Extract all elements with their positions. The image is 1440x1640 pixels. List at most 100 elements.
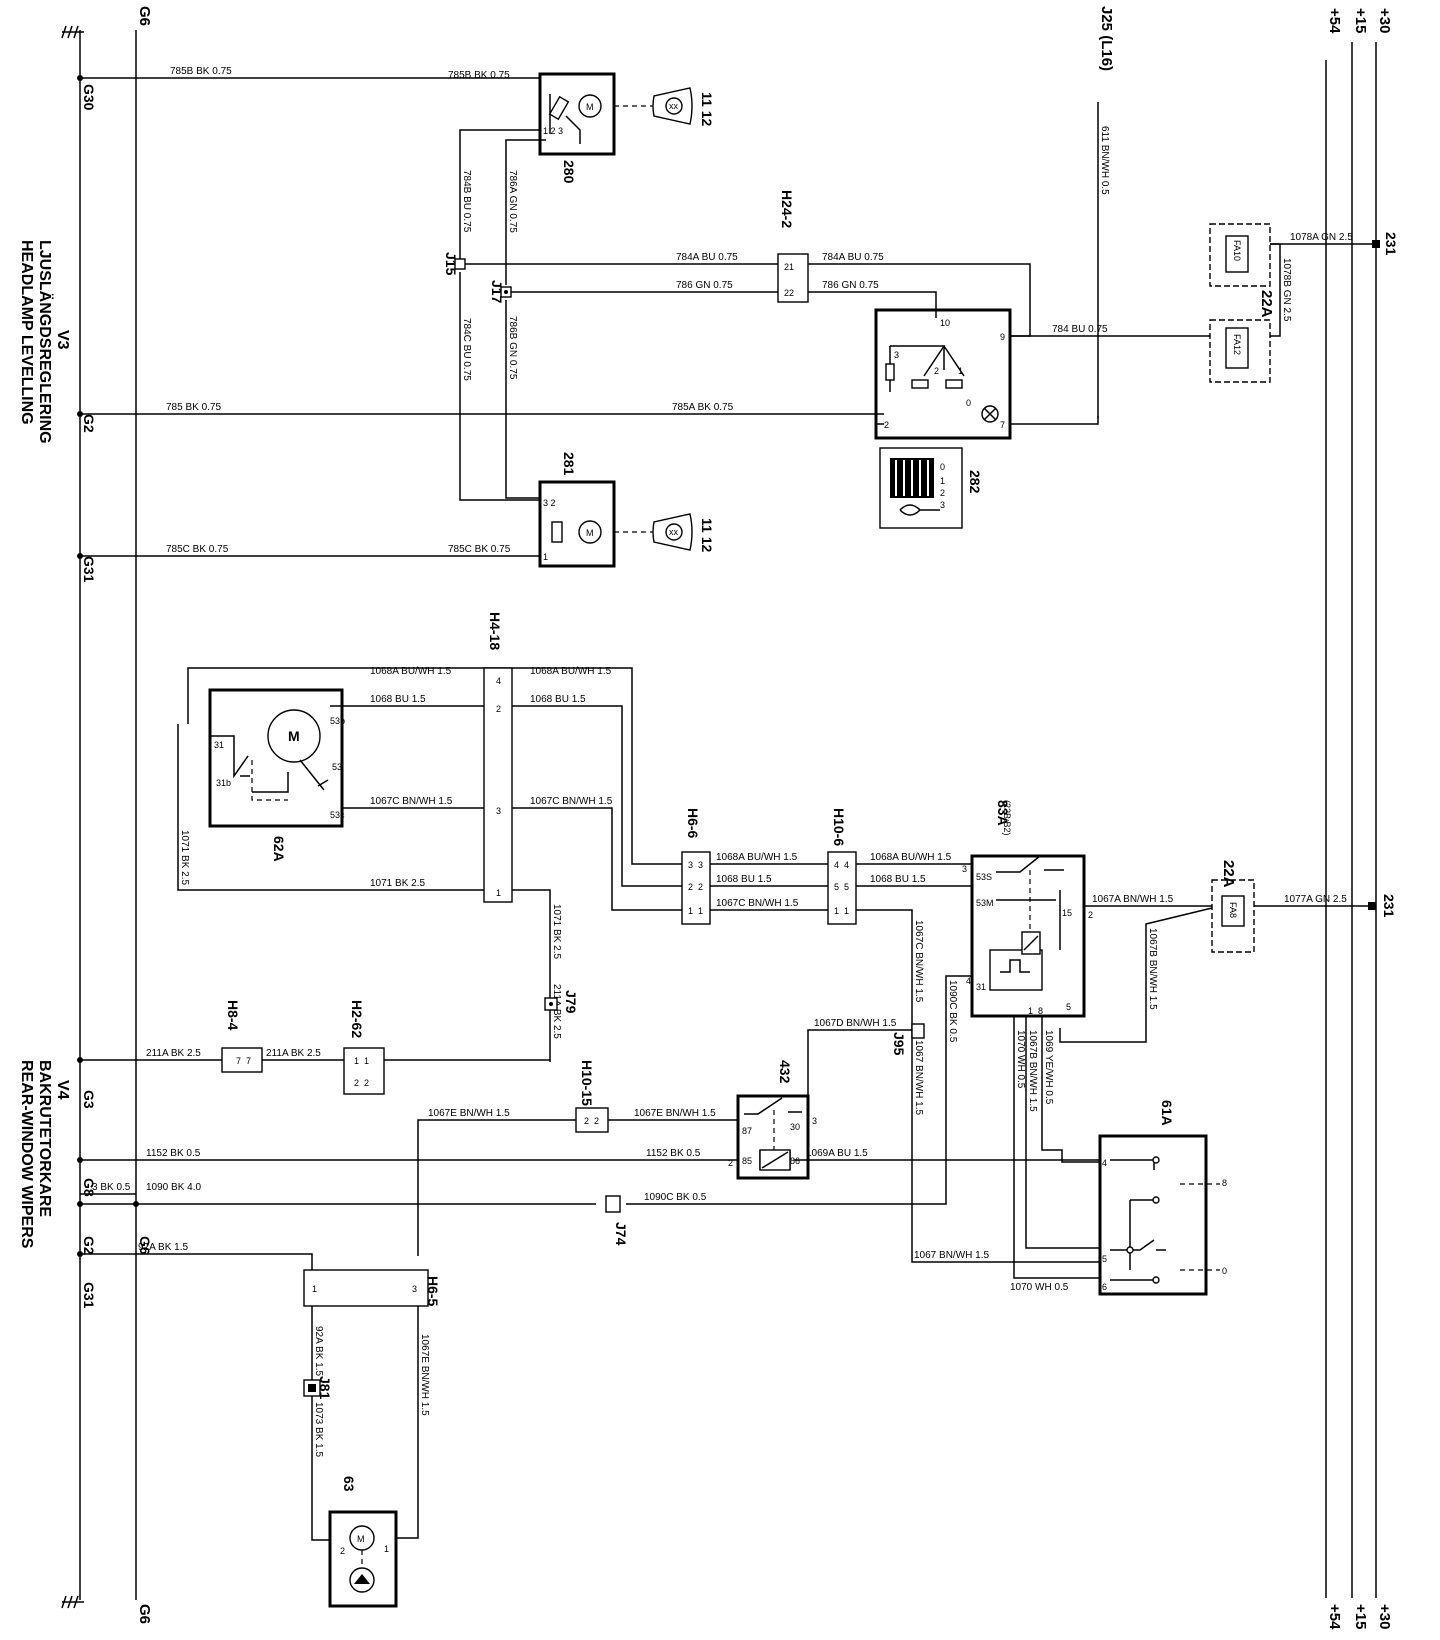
label-j74: J74 xyxy=(613,1222,629,1246)
wire-784b: 784B BU 0.75 xyxy=(461,170,472,233)
label-h6-6: H6-6 xyxy=(685,808,701,839)
wire-1090: 1090 BK 4.0 xyxy=(146,1182,201,1193)
section-titles: V3 LJUSLÄNGDSREGLERING HEADLAMP LEVELLIN… xyxy=(18,240,71,1249)
wire-1078a: 1078A GN 2.5 xyxy=(1290,232,1353,243)
wire-1069a: 1069A BU 1.5 xyxy=(806,1148,868,1159)
wire-1068-left: 1068 BU 1.5 xyxy=(370,694,426,705)
component-281: M 3 2 1 281 xx 11 12 xyxy=(538,452,715,568)
wire-211a-right: 211A BK 2.5 xyxy=(266,1048,321,1059)
rail-plus30-bottom: +30 xyxy=(1376,1604,1393,1629)
component-63: M 2 1 63 xyxy=(328,1476,398,1608)
rail-plus30-top: +30 xyxy=(1376,8,1393,33)
svg-text:2: 2 xyxy=(340,1546,345,1556)
label-j79: J79 xyxy=(563,990,579,1014)
junction-j74 xyxy=(605,1195,621,1213)
connector-h10-15: 2 2 H10-15 xyxy=(575,1060,609,1133)
svg-text:21: 21 xyxy=(784,262,794,272)
connector-h6-5: 1 3 H6-5 xyxy=(303,1269,441,1307)
component-61a: 4 5 6 8 0 61A xyxy=(1098,1100,1227,1296)
connector-h10-6: 4 4 5 5 1 1 H10-6 xyxy=(827,808,857,925)
power-rails: +30 +15 +54 +30 +15 +54 J25 (L16) G6 G6 xyxy=(61,6,1393,1630)
component-432: 87 30 85 86 3 2 432 xyxy=(728,1060,817,1180)
svg-text:8: 8 xyxy=(1038,1006,1043,1016)
svg-text:31b: 31b xyxy=(216,778,231,788)
wire-785a: 785A BK 0.75 xyxy=(672,402,734,413)
svg-text:3: 3 xyxy=(812,1116,817,1126)
label-h2-62: H2-62 xyxy=(349,1000,365,1038)
lamp-label-lower: 11 12 xyxy=(699,518,715,552)
label-231-bottom: 231 xyxy=(1381,894,1397,918)
wire-1067: 1067 BN/WH 1.5 xyxy=(914,1250,989,1261)
fuse-fa12-label: FA12 xyxy=(1232,334,1242,355)
svg-text:1 1: 1 1 xyxy=(834,906,849,916)
label-h10-15: H10-15 xyxy=(579,1060,595,1106)
component-280: M 1 2 3 280 xx 11 12 xyxy=(538,72,715,184)
svg-text:3 3: 3 3 xyxy=(688,860,703,870)
wire-92a-vertical: 92A BK 1.5 xyxy=(313,1326,324,1376)
lamp-label-upper: 11 12 xyxy=(699,92,715,126)
wire-1152-right: 1152 BK 0.5 xyxy=(646,1148,701,1159)
connector-h6-6: 3 3 2 2 1 1 H6-6 xyxy=(681,808,711,925)
svg-text:9: 9 xyxy=(1000,332,1005,342)
label-h24-2: H24-2 xyxy=(779,190,795,228)
wire-1067-vertical: 1067 BN/WH 1.5 xyxy=(913,1040,924,1115)
svg-text:1: 1 xyxy=(940,476,945,486)
label-j81: J81 xyxy=(317,1376,333,1400)
label-22a-bottom: 22A xyxy=(1220,860,1237,888)
ground-symbol-bottom xyxy=(61,1595,84,1609)
svg-text:0: 0 xyxy=(1222,1266,1227,1276)
svg-text:6: 6 xyxy=(1102,1282,1107,1292)
wire-1069-vertical: 1069 YE/WH 0.5 xyxy=(1043,1030,1054,1105)
wire-1067c-vertical: 1067C BN/WH 1.5 xyxy=(913,920,924,1003)
wire-1078b: 1078B GN 2.5 xyxy=(1281,258,1292,322)
wire-1068a-left: 1068A BU/WH 1.5 xyxy=(370,666,452,677)
motor-icon xyxy=(267,709,321,763)
svg-text:1 1: 1 1 xyxy=(688,906,703,916)
title-v4-sv: BAKRUTETORKARE xyxy=(36,1060,53,1217)
wire-1068a-mid: 1068A BU/WH 1.5 xyxy=(716,852,798,863)
component-62a: M 53b 53 53c 31 31b 62A xyxy=(208,688,345,862)
component-282: 10 9 2 7 3 2 1 0 0 1 2 3 282 xyxy=(874,308,1012,529)
wire-1068-right: 1068 BU 1.5 xyxy=(530,694,586,705)
junction-j95 xyxy=(911,1023,925,1039)
svg-text:85: 85 xyxy=(742,1156,752,1166)
wire-786-right: 786 GN 0.75 xyxy=(822,280,879,291)
wires-v3 xyxy=(77,75,1380,559)
wire-labels-v4: 1068A BU/WH 1.5 1068A BU/WH 1.5 1068 BU … xyxy=(92,666,1347,1457)
svg-text:86: 86 xyxy=(790,1156,800,1166)
label-63: 63 xyxy=(341,1476,357,1492)
svg-text:2: 2 xyxy=(934,366,939,376)
motor-icon xyxy=(578,94,602,118)
svg-text:1: 1 xyxy=(1028,1006,1033,1016)
wire-786a: 786A GN 0.75 xyxy=(507,170,518,233)
svg-text:1 1: 1 1 xyxy=(354,1056,369,1066)
label-h8-4: H8-4 xyxy=(225,1000,241,1031)
ground-g3: G3 xyxy=(81,1090,97,1109)
label-432: 432 xyxy=(777,1060,793,1084)
ground-g31-bottom: G31 xyxy=(81,1282,97,1309)
fuse-fa8-label: FA8 xyxy=(1228,902,1238,918)
svg-text:3: 3 xyxy=(412,1284,417,1294)
wire-1067c-left: 1067C BN/WH 1.5 xyxy=(370,796,453,807)
svg-text:3: 3 xyxy=(962,864,967,874)
wire-785b-left: 785B BK 0.75 xyxy=(170,66,232,77)
wire-3: 3 BK 0.5 xyxy=(92,1182,131,1193)
ground-g30: G30 xyxy=(81,84,97,111)
label-282: 282 xyxy=(967,470,983,494)
svg-text:8: 8 xyxy=(1222,1178,1227,1188)
label-83a: 83A xyxy=(995,800,1011,826)
wire-1071-vertical: 1071 BK 2.5 xyxy=(179,830,190,885)
rail-j25-label: J25 (L16) xyxy=(1098,6,1115,71)
svg-text:M: M xyxy=(357,1534,365,1544)
wire-1071-down: 1071 BK 2.5 xyxy=(551,904,562,959)
svg-text:1: 1 xyxy=(496,888,501,898)
wire-611: 611 BN/WH 0.5 xyxy=(1099,126,1110,195)
svg-text:53: 53 xyxy=(332,762,342,772)
wire-211a-vertical: 211A BK 2.5 xyxy=(551,984,562,1039)
rail-plus54-bottom: +54 xyxy=(1326,1604,1343,1630)
fuse-fa10-label: FA10 xyxy=(1232,240,1242,261)
svg-text:2: 2 xyxy=(728,1158,733,1168)
wire-1067b: 1067B BN/WH 1.5 xyxy=(1147,928,1158,1010)
ground-g8: G8 xyxy=(81,1178,97,1197)
